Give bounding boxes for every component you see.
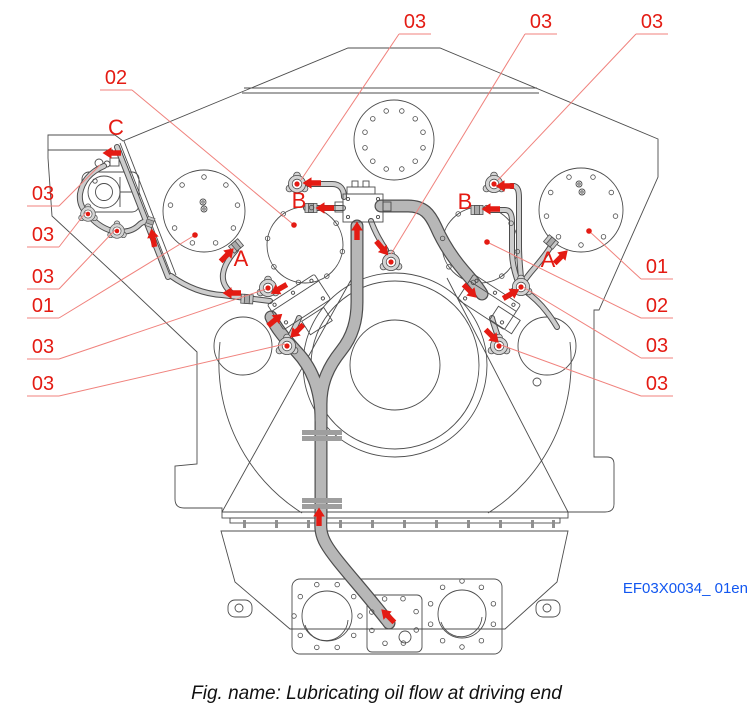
callout-a-left: A	[234, 246, 249, 271]
callout-label: 02	[105, 67, 127, 89]
callout-label: 01	[32, 295, 54, 317]
oil-sump	[220, 530, 569, 655]
callout-label: 03	[530, 11, 552, 33]
callout-02-left: 02	[100, 67, 297, 228]
callout-03-left-2: 03	[27, 211, 87, 248]
callout-02-right: 02	[484, 239, 673, 319]
callout-label: 03	[32, 373, 54, 395]
callout-label: C	[108, 115, 124, 140]
callout-label: 01	[646, 256, 668, 278]
callout-label: 03	[646, 373, 668, 395]
central-distributor-block	[334, 180, 392, 223]
figure-caption: Fig. name: Lubricating oil flow at drivi…	[191, 683, 562, 704]
callout-label: B	[458, 189, 473, 214]
callout-label: 03	[32, 183, 54, 205]
callout-c-point: C	[108, 115, 124, 140]
callout-03-left-5: 03	[27, 343, 286, 397]
callout-b-right: B	[458, 189, 473, 214]
callout-label: 03	[641, 11, 663, 33]
engine-outline	[47, 47, 659, 513]
suction-port-right	[437, 589, 487, 639]
callout-03-right-2: 03	[500, 344, 673, 397]
callout-03-top-2: 03	[390, 11, 557, 255]
callout-03-top-3: 03	[497, 11, 668, 181]
callout-label: B	[292, 188, 307, 213]
callout-a-right: A	[541, 247, 556, 272]
callout-01-right: 01	[586, 228, 673, 280]
callout-label: 03	[404, 11, 426, 33]
pipe-flanges	[302, 430, 342, 509]
callout-label: 02	[646, 295, 668, 317]
callout-01-left: 01	[27, 232, 198, 319]
flow-arrow-icon	[481, 203, 500, 215]
callout-03-left-1: 03	[27, 164, 101, 207]
callout-b-left: B	[292, 188, 307, 213]
callout-03-left-4: 03	[27, 288, 267, 360]
callout-label: 03	[32, 266, 54, 288]
callout-label: 03	[32, 336, 54, 358]
callout-03-left-3: 03	[27, 229, 116, 290]
document-number: EF03X0034_ 01en	[622, 580, 748, 597]
callout-label: 03	[646, 335, 668, 357]
callout-03-top-1: 03	[300, 11, 431, 181]
callout-label: A	[234, 246, 249, 271]
callout-label: 03	[32, 224, 54, 246]
callout-03-right-1: 03	[522, 286, 673, 359]
sump-cover-plate	[366, 594, 423, 653]
callout-label: A	[541, 247, 556, 272]
right-bank-pump-block	[457, 274, 521, 330]
